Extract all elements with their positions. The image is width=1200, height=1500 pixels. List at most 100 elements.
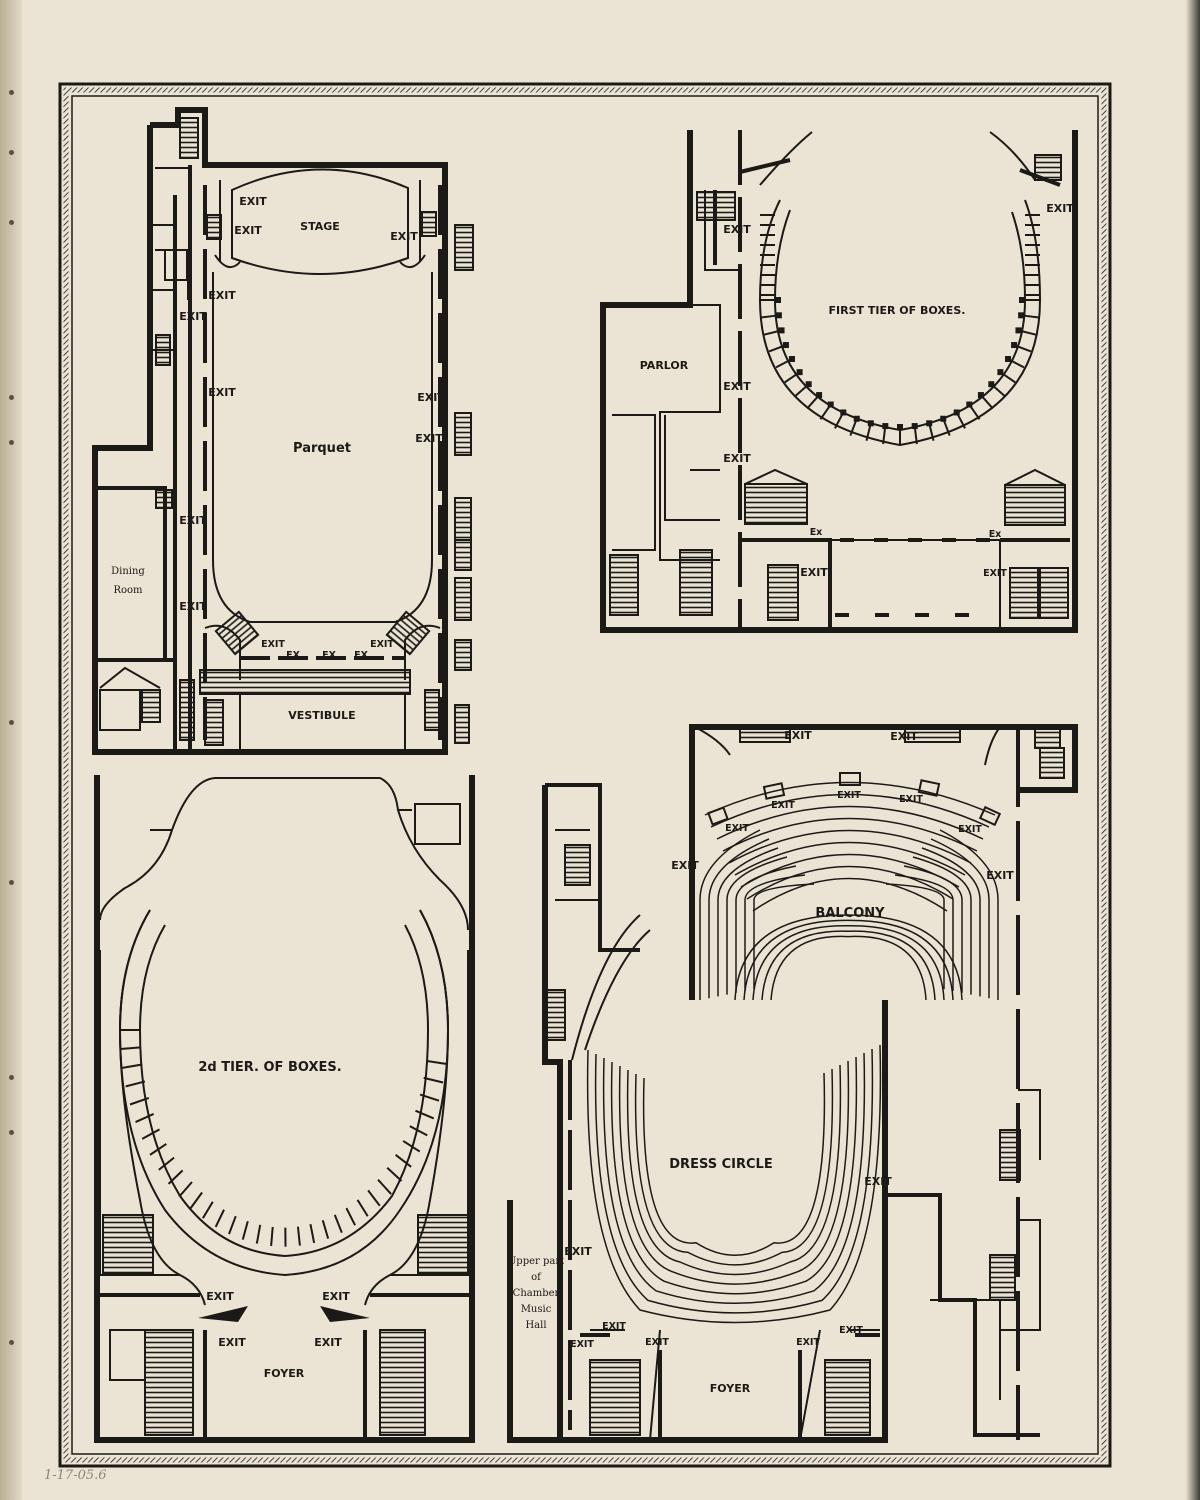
exit-label: EXIT bbox=[771, 800, 795, 811]
stairs bbox=[767, 564, 799, 621]
room-label-parquet: Parquet bbox=[293, 441, 351, 456]
stairs bbox=[144, 1329, 194, 1436]
catalog-pencil-mark: 1-17-05.6 bbox=[44, 1468, 107, 1483]
exit-label: EXIT bbox=[645, 1337, 669, 1348]
room-box bbox=[414, 803, 461, 845]
stairs bbox=[454, 577, 472, 621]
foyer-label: FOYER bbox=[710, 1382, 751, 1395]
room-label-balcony: BALCONY bbox=[815, 906, 885, 921]
stairs bbox=[989, 1254, 1016, 1301]
first-tier-plan: EXIT EXIT EXIT EXIT EXIT EXIT Ex Ex FIRS… bbox=[600, 130, 1078, 633]
stairs bbox=[214, 610, 260, 656]
stitch-hole bbox=[9, 440, 14, 445]
stairs bbox=[417, 1214, 469, 1274]
room-label-first-tier: FIRST TIER OF BOXES. bbox=[829, 304, 966, 317]
stitch-hole bbox=[9, 395, 14, 400]
spine-binding bbox=[0, 0, 22, 1500]
exit-label: EXIT bbox=[602, 1321, 626, 1332]
exit-label: EXIT bbox=[206, 1290, 234, 1303]
exit-label: EXIT bbox=[723, 223, 751, 236]
parlor-label: PARLOR bbox=[640, 359, 689, 372]
stairs bbox=[424, 689, 440, 731]
stairs bbox=[385, 610, 431, 656]
stairs bbox=[179, 117, 199, 159]
vestibule-steps bbox=[199, 669, 411, 695]
second-tier-plan: EXIT EXIT EXIT EXIT 2d TIER. OF BOXES. F… bbox=[94, 775, 475, 1443]
stairs bbox=[1004, 484, 1066, 526]
exit-label: EXIT bbox=[1046, 202, 1074, 215]
dining-room-label: Room bbox=[113, 585, 143, 596]
tier-front bbox=[758, 199, 1042, 447]
stairs bbox=[454, 639, 472, 671]
exit-label: EXIT bbox=[986, 869, 1014, 882]
balcony-dress-circle-plan: EXIT EXIT EXIT EXIT EXIT EXIT EXIT EXIT … bbox=[507, 724, 1078, 1443]
stitch-hole bbox=[9, 1075, 14, 1080]
stitch-hole bbox=[9, 880, 14, 885]
stairs bbox=[544, 989, 566, 1041]
stairs bbox=[155, 334, 171, 366]
exit-label: EXIT bbox=[179, 600, 207, 613]
stairs bbox=[1034, 154, 1062, 181]
exit-label: Ex bbox=[810, 527, 823, 538]
tier-front bbox=[118, 909, 450, 1277]
stairs bbox=[454, 497, 472, 541]
box-partitions bbox=[120, 1029, 447, 1247]
stitch-hole bbox=[9, 150, 14, 155]
exit-label: Ex bbox=[989, 529, 1002, 540]
stairs bbox=[744, 483, 808, 525]
exit-label: EXIT bbox=[179, 514, 207, 527]
exit-label: EXIT bbox=[723, 452, 751, 465]
stairs bbox=[609, 554, 639, 616]
stairs bbox=[206, 214, 222, 240]
stairs bbox=[454, 539, 472, 571]
stairs bbox=[379, 1329, 426, 1436]
balcony-rows bbox=[699, 781, 999, 1001]
room-label-dress-circle: DRESS CIRCLE bbox=[669, 1157, 772, 1172]
exit-label: EX bbox=[286, 650, 300, 661]
stage-area bbox=[231, 168, 409, 275]
balcony-boxes bbox=[707, 772, 1002, 827]
exit-label: EXIT bbox=[314, 1336, 342, 1349]
exit-label: EXIT bbox=[417, 391, 445, 404]
stairs bbox=[454, 704, 470, 744]
stairs bbox=[141, 689, 161, 723]
exit-label: EXIT bbox=[570, 1339, 594, 1350]
page-edge-shadow bbox=[1186, 0, 1200, 1500]
stitch-hole bbox=[9, 1130, 14, 1135]
stairs bbox=[454, 412, 472, 456]
stairs bbox=[679, 549, 713, 616]
exit-label: EXIT bbox=[564, 1245, 592, 1258]
exit-label: EX bbox=[322, 650, 336, 661]
exit-label: EXIT bbox=[415, 432, 443, 445]
stairs bbox=[1039, 567, 1069, 619]
stairs bbox=[904, 727, 961, 743]
vestibule-label: VESTIBULE bbox=[288, 709, 355, 722]
stairs bbox=[179, 679, 195, 741]
stairs bbox=[1009, 567, 1039, 619]
stairs bbox=[564, 844, 591, 886]
stairs bbox=[155, 489, 173, 509]
exit-label: EXIT bbox=[983, 568, 1007, 579]
stitch-hole bbox=[9, 220, 14, 225]
chamber-music-hall-note: Music bbox=[521, 1304, 552, 1315]
exit-label: EXIT bbox=[890, 730, 918, 743]
chamber-music-hall-note: of bbox=[531, 1272, 542, 1283]
exit-label: EXIT bbox=[725, 823, 749, 834]
chamber-music-hall-note: Hall bbox=[525, 1320, 546, 1331]
stage-label: STAGE bbox=[300, 220, 340, 233]
exit-label: EXIT bbox=[239, 195, 267, 208]
chamber-music-hall-note: Upper part bbox=[508, 1256, 564, 1267]
dress-circle-rows bbox=[586, 1044, 882, 1324]
exit-label: EXIT bbox=[261, 639, 285, 650]
exit-label: EXIT bbox=[800, 566, 828, 579]
stairs bbox=[1034, 727, 1061, 749]
stitch-hole bbox=[9, 90, 14, 95]
box-partitions bbox=[760, 214, 1040, 445]
stairs bbox=[1039, 747, 1065, 779]
stairs bbox=[824, 1359, 871, 1436]
stairs bbox=[454, 224, 474, 271]
exit-label: EXIT bbox=[723, 380, 751, 393]
exit-label: EXIT bbox=[671, 859, 699, 872]
